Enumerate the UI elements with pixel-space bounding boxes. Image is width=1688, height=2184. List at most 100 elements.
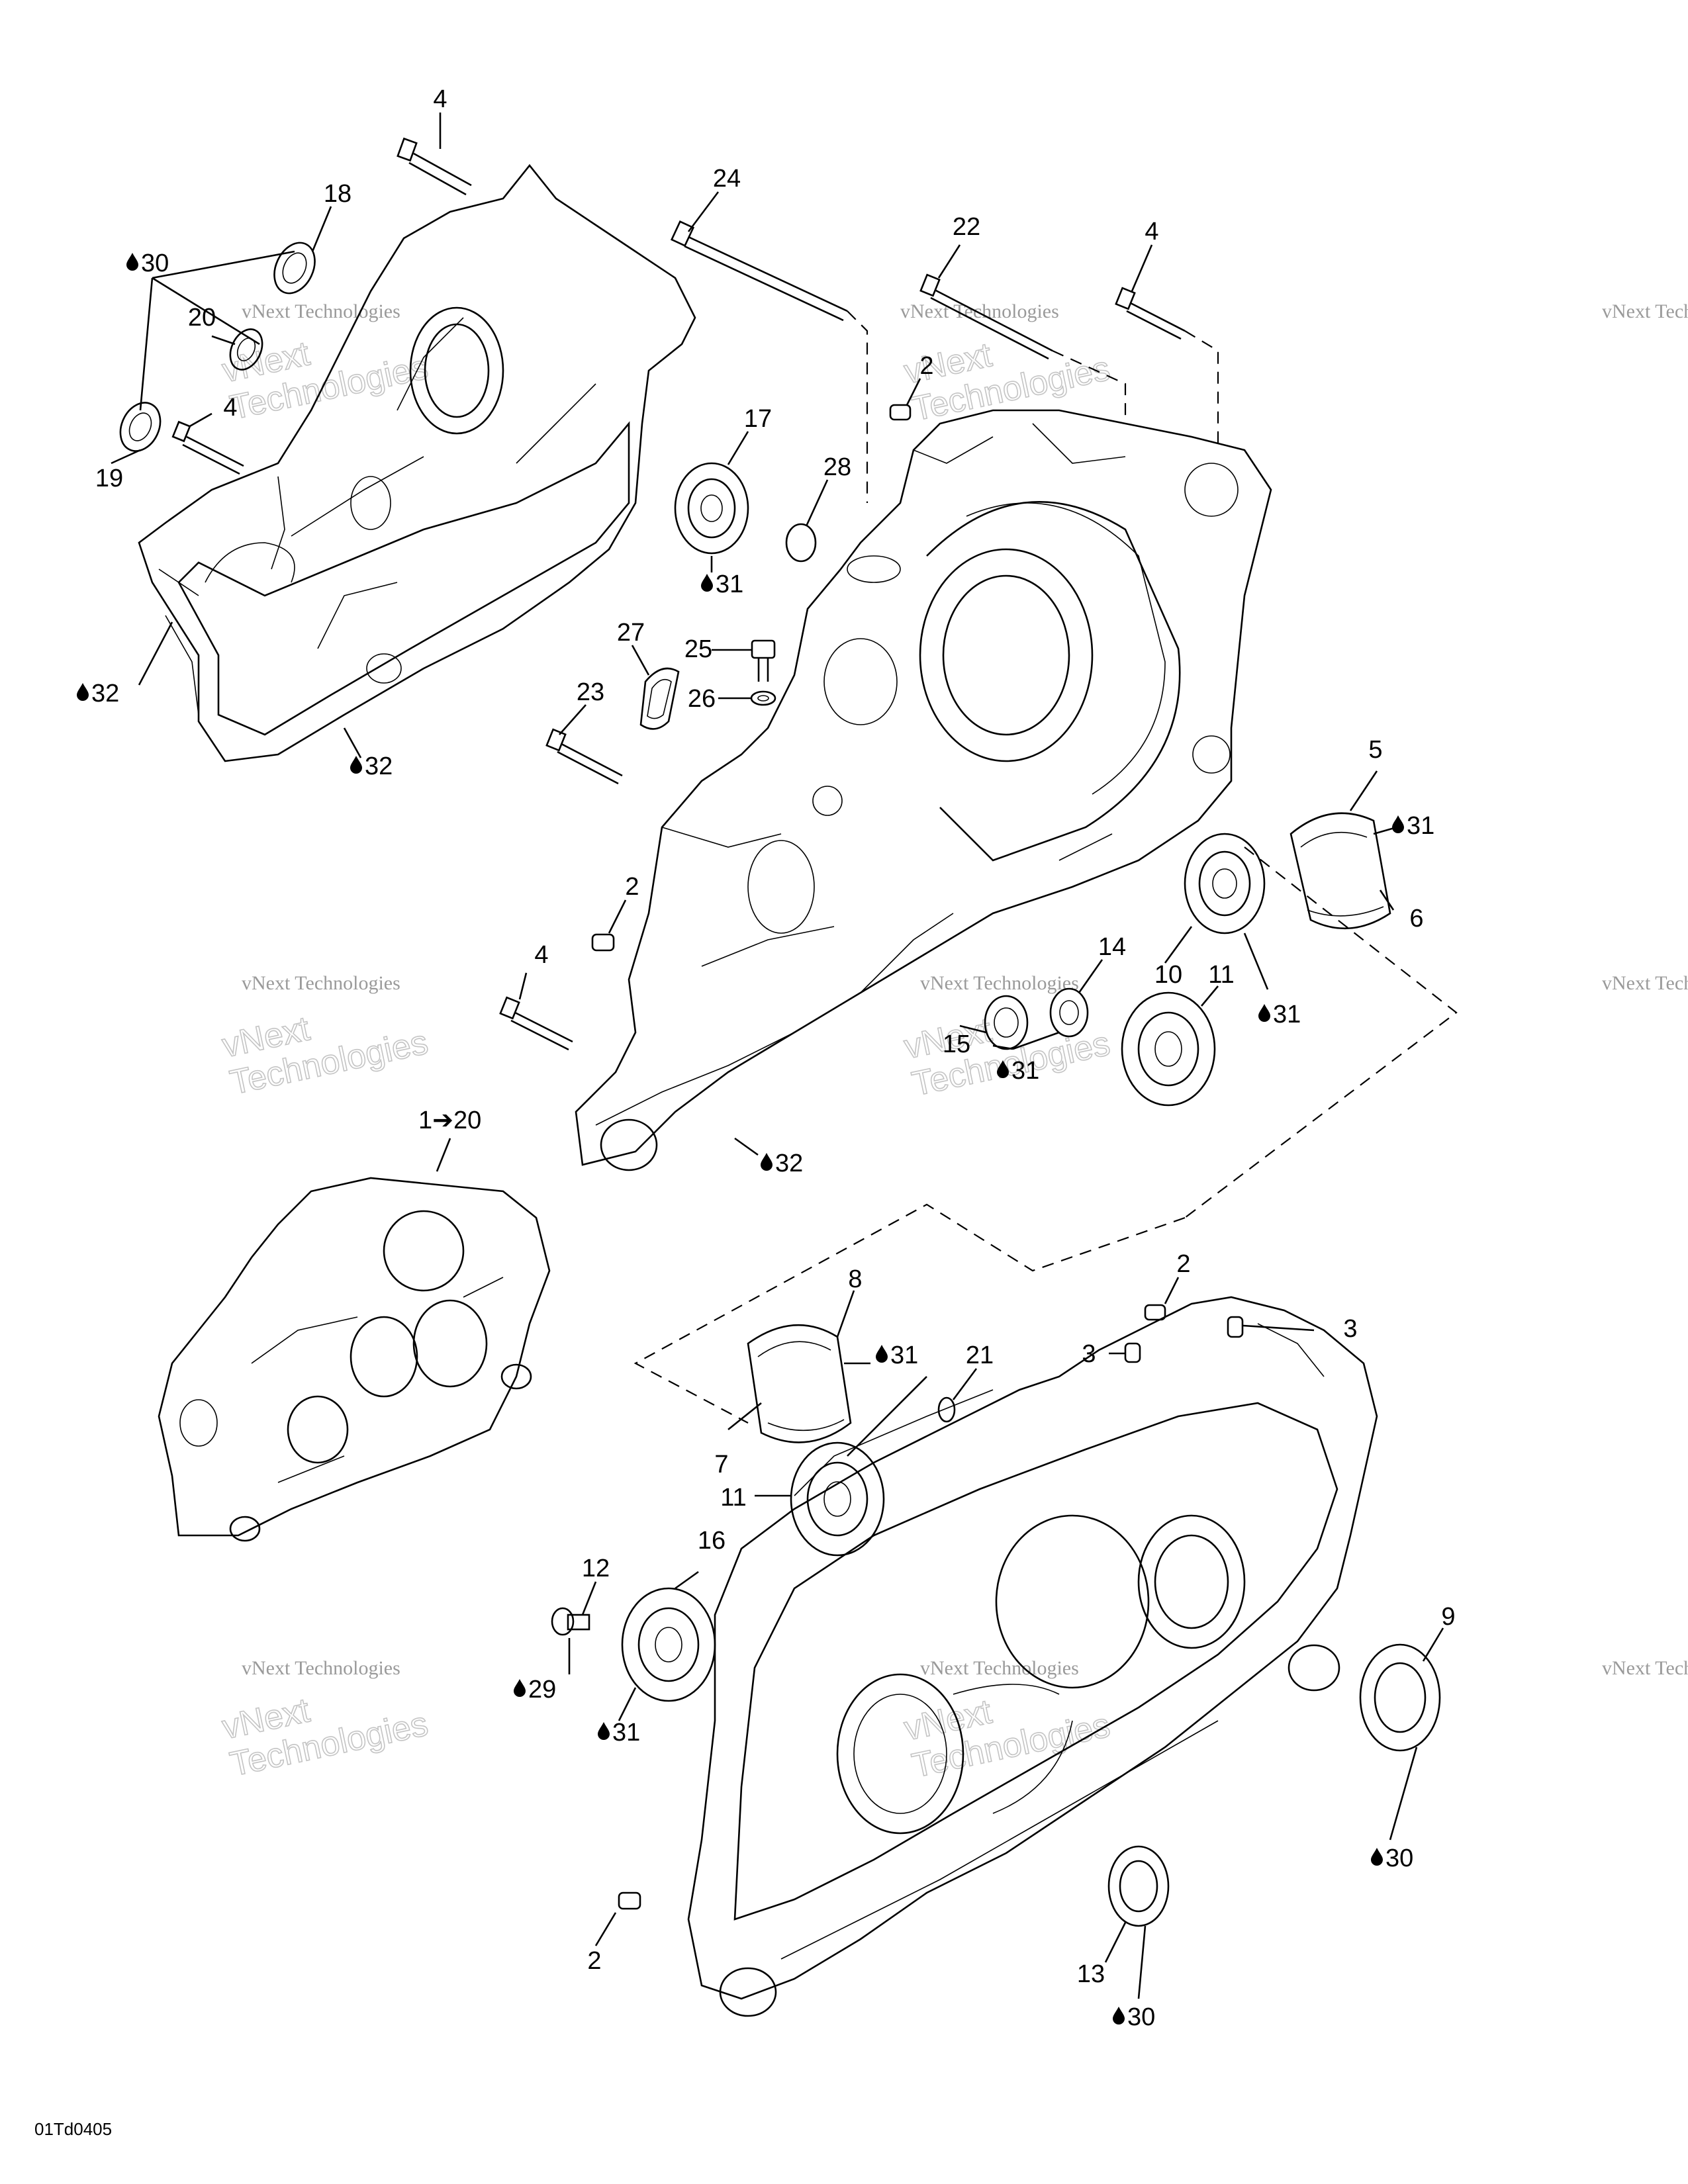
part-label-24: 24 [713, 165, 741, 193]
seal-9 [1359, 1643, 1441, 1752]
assembled-crankcase-reference [158, 1177, 551, 1542]
oil-drop-icon [514, 1679, 526, 1697]
part-label-5: 5 [1368, 736, 1382, 764]
oil-drop-icon [1392, 815, 1404, 833]
part-label-31: 31 [716, 570, 743, 598]
dowel-2-mid [591, 933, 615, 952]
o-ring-21 [937, 1396, 956, 1423]
part-label-30: 30 [1127, 2003, 1155, 2031]
sleeve-3-right [1227, 1316, 1244, 1338]
bearing-17 [674, 462, 749, 555]
part-label-3: 3 [1343, 1315, 1357, 1343]
part-label-4: 4 [433, 85, 447, 113]
sleeve-3-small [1124, 1342, 1141, 1363]
part-label-26: 26 [688, 685, 716, 713]
part-label-4: 4 [534, 941, 548, 969]
oil-drop-icon [598, 1722, 610, 1740]
bearing-shell-5-6 [1289, 812, 1391, 930]
dowel-2-right [1144, 1304, 1166, 1321]
part-label-12: 12 [582, 1555, 610, 1582]
part-label-30: 30 [141, 250, 169, 277]
oil-drop-icon [126, 253, 138, 271]
part-label-31: 31 [1273, 1001, 1301, 1028]
part-label-4: 4 [223, 394, 237, 422]
seal-19 [119, 402, 162, 452]
watermark-text: vNext Technologies [1602, 1657, 1688, 1679]
watermark-text: vNext Technologies [900, 300, 1059, 322]
part-label-2: 2 [1176, 1250, 1190, 1278]
oil-drop-icon [701, 574, 713, 592]
dowel-2-bottom [618, 1891, 641, 1910]
part-label-25: 25 [684, 635, 712, 663]
part-label-2: 2 [587, 1947, 601, 1975]
part-label-11: 11 [1208, 961, 1234, 989]
part-label-2: 2 [919, 352, 933, 380]
bolt-4-lower [499, 996, 573, 1051]
bolt-4-left [171, 420, 244, 475]
part-label-32: 32 [365, 752, 393, 780]
plug-12 [551, 1607, 590, 1636]
part-label-4: 4 [1145, 218, 1158, 246]
bearing-shell-7-8 [747, 1324, 852, 1443]
part-label-28: 28 [823, 453, 851, 481]
watermark-text: vNext Technologies [242, 1657, 400, 1679]
part-label-21: 21 [966, 1342, 994, 1369]
bearing-15 [984, 995, 1029, 1050]
bearing-14 [1049, 987, 1089, 1038]
part-label-31: 31 [612, 1719, 640, 1747]
part-label-13: 13 [1077, 1960, 1105, 1988]
dowel-2-top [889, 404, 912, 421]
bolt-22 [919, 273, 1053, 360]
part-labels: 4 24 18 30 2 2 4 20 2 4 19 17 28 31 2 7 25… [77, 85, 1456, 2031]
part-label-18: 18 [324, 180, 352, 208]
oil-drop-icon [350, 756, 362, 774]
bearing-10 [1184, 833, 1266, 934]
part-label-7: 7 [714, 1451, 728, 1479]
part-label-32: 32 [775, 1150, 803, 1177]
leader-lines [111, 113, 1444, 1999]
seal-18 [273, 242, 316, 295]
crankcase-half-bottom-right [687, 1296, 1378, 2017]
figure-code: 01Td0405 [34, 2119, 112, 2139]
bolt-4-right [1115, 287, 1186, 340]
part-label-14: 14 [1098, 933, 1126, 961]
oil-drop-icon [1258, 1004, 1270, 1022]
bearing-16 [621, 1587, 716, 1702]
gasket-27 [639, 667, 680, 730]
watermark-text: vNext Technologies [1602, 300, 1688, 322]
oil-drop-icon [761, 1153, 773, 1171]
o-ring-28 [785, 523, 817, 563]
bearing-11-top [1121, 991, 1216, 1107]
part-label-31: 31 [1011, 1057, 1039, 1085]
watermark-text: vNext Technologies [1602, 972, 1688, 994]
oil-drop-icon [1113, 2007, 1125, 2025]
part-label-17: 17 [744, 405, 772, 433]
part-label-9: 9 [1441, 1603, 1455, 1631]
oil-drop-icon [77, 683, 89, 701]
part-label-30: 30 [1385, 1844, 1413, 1872]
plug-25 [751, 639, 776, 682]
part-label-31: 31 [1407, 812, 1434, 840]
watermark-text: vNext Technologies [920, 972, 1079, 994]
watermark-text: vNext Technologies [242, 972, 400, 994]
part-label-2: 2 [625, 873, 639, 901]
bearing-11-bottom [790, 1441, 885, 1557]
watermark-outline: vNextTechnologies [219, 1668, 432, 1784]
seal-13 [1107, 1845, 1170, 1927]
part-label-19: 19 [95, 465, 123, 492]
part-label-31: 31 [890, 1342, 918, 1369]
watermark-outline: vNextTechnologies [219, 986, 432, 1103]
bolt-24 [670, 220, 848, 322]
part-label-11: 11 [720, 1484, 746, 1512]
crankcase-half-top-left [138, 163, 696, 762]
oil-drop-icon [1371, 1848, 1383, 1866]
bolt-23 [545, 728, 623, 785]
part-label-32: 32 [91, 680, 119, 707]
part-label-10: 10 [1154, 961, 1182, 989]
bolt-4-top [397, 137, 472, 196]
part-label-20: 20 [188, 304, 216, 332]
assembly-dashed-lines [633, 310, 1458, 1424]
assembly-label: 1➔20 [418, 1107, 481, 1134]
part-label-23: 23 [577, 678, 604, 706]
